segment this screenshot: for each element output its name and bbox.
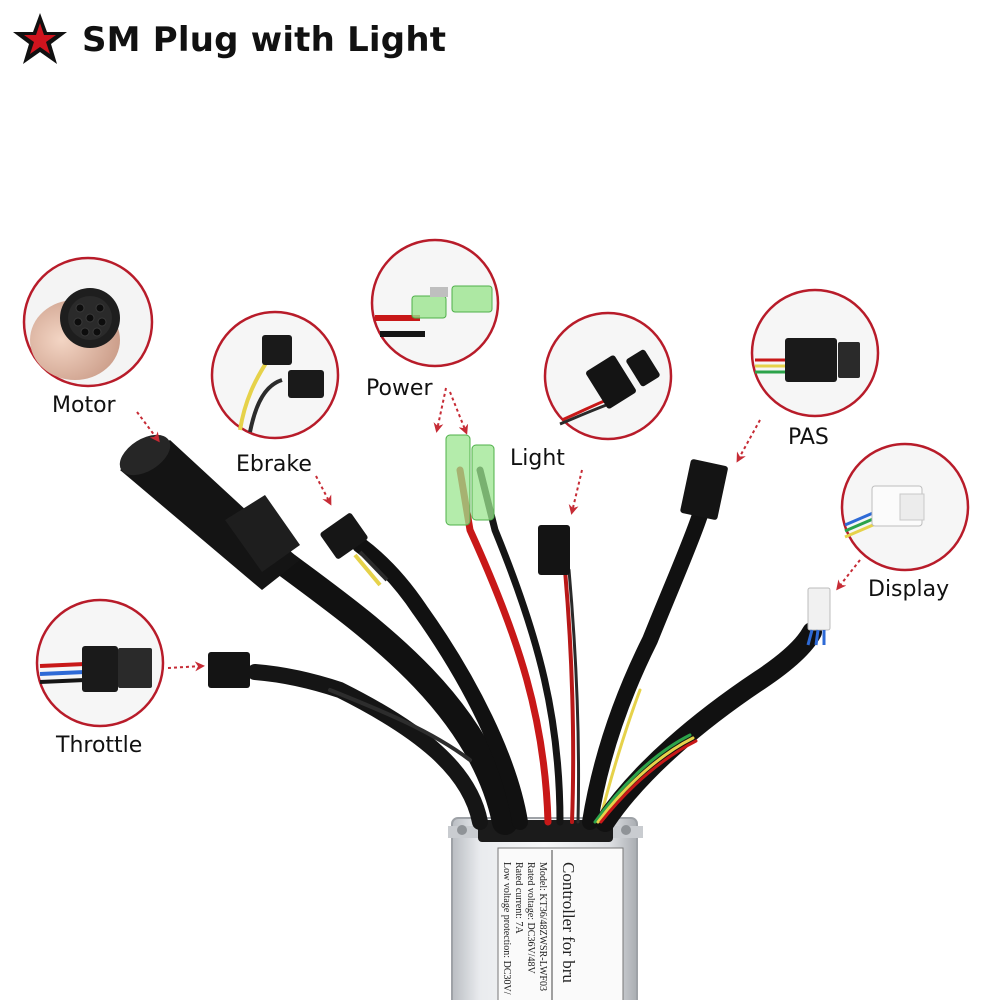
label-pas: PAS (788, 425, 829, 450)
controller-model-value: KT36/48ZWSR-LWF03 (537, 893, 548, 991)
controller-title: Controller for bru (559, 862, 578, 983)
throttle-detail-circle (35, 598, 165, 728)
controller-box (448, 817, 643, 1000)
cable-bundle (247, 466, 822, 835)
power-arrow-right (449, 391, 469, 435)
controller-lowvolt-label: Low voltage protection: (501, 862, 512, 959)
motor-plug (119, 434, 300, 590)
motor-detail-circle (22, 256, 154, 388)
controller-current-value: 7A (513, 921, 524, 934)
controller-model-label: Model: (537, 862, 548, 891)
pas-plug (680, 459, 728, 520)
pas-detail-circle (750, 288, 880, 418)
label-motor: Motor (52, 393, 116, 418)
pointer-arrows (136, 387, 861, 672)
controller-current-label: Rated current: (513, 862, 524, 919)
light-detail-circle (543, 311, 673, 441)
ebrake-cable (352, 537, 528, 830)
label-display: Display (868, 577, 950, 602)
power-plug (445, 434, 495, 526)
controller-lowvolt-value: DC30V/ (501, 960, 512, 995)
light-plug (538, 525, 570, 575)
label-ebrake: Ebrake (236, 452, 312, 477)
ebrake-plug (320, 513, 389, 587)
power-black-wire (476, 466, 564, 826)
power-arrow-left (433, 387, 447, 433)
display-detail-circle (840, 442, 970, 572)
label-power: Power (366, 376, 433, 401)
controller-voltage-value: DC36V/48V (525, 922, 536, 974)
page-header: SM Plug with Light (10, 10, 446, 70)
pas-arrow (736, 419, 761, 463)
motor-cable (267, 547, 518, 835)
throttle-arrow (167, 661, 205, 672)
ebrake-detail-circle (210, 310, 340, 440)
throttle-plug (208, 652, 250, 688)
pas-cable (582, 507, 708, 830)
power-detail-circle (370, 238, 500, 368)
star-icon (13, 13, 67, 64)
power-red-wire (456, 466, 552, 826)
page-title: SM Plug with Light (82, 20, 447, 60)
light-arrow (568, 469, 583, 515)
display-plug (806, 587, 831, 646)
label-throttle: Throttle (56, 733, 143, 758)
display-arrow (836, 559, 861, 591)
label-light: Light (510, 446, 565, 471)
ebrake-arrow (315, 475, 332, 506)
controller-voltage-label: Rated voltage: (525, 862, 536, 921)
light-wires (563, 568, 576, 824)
